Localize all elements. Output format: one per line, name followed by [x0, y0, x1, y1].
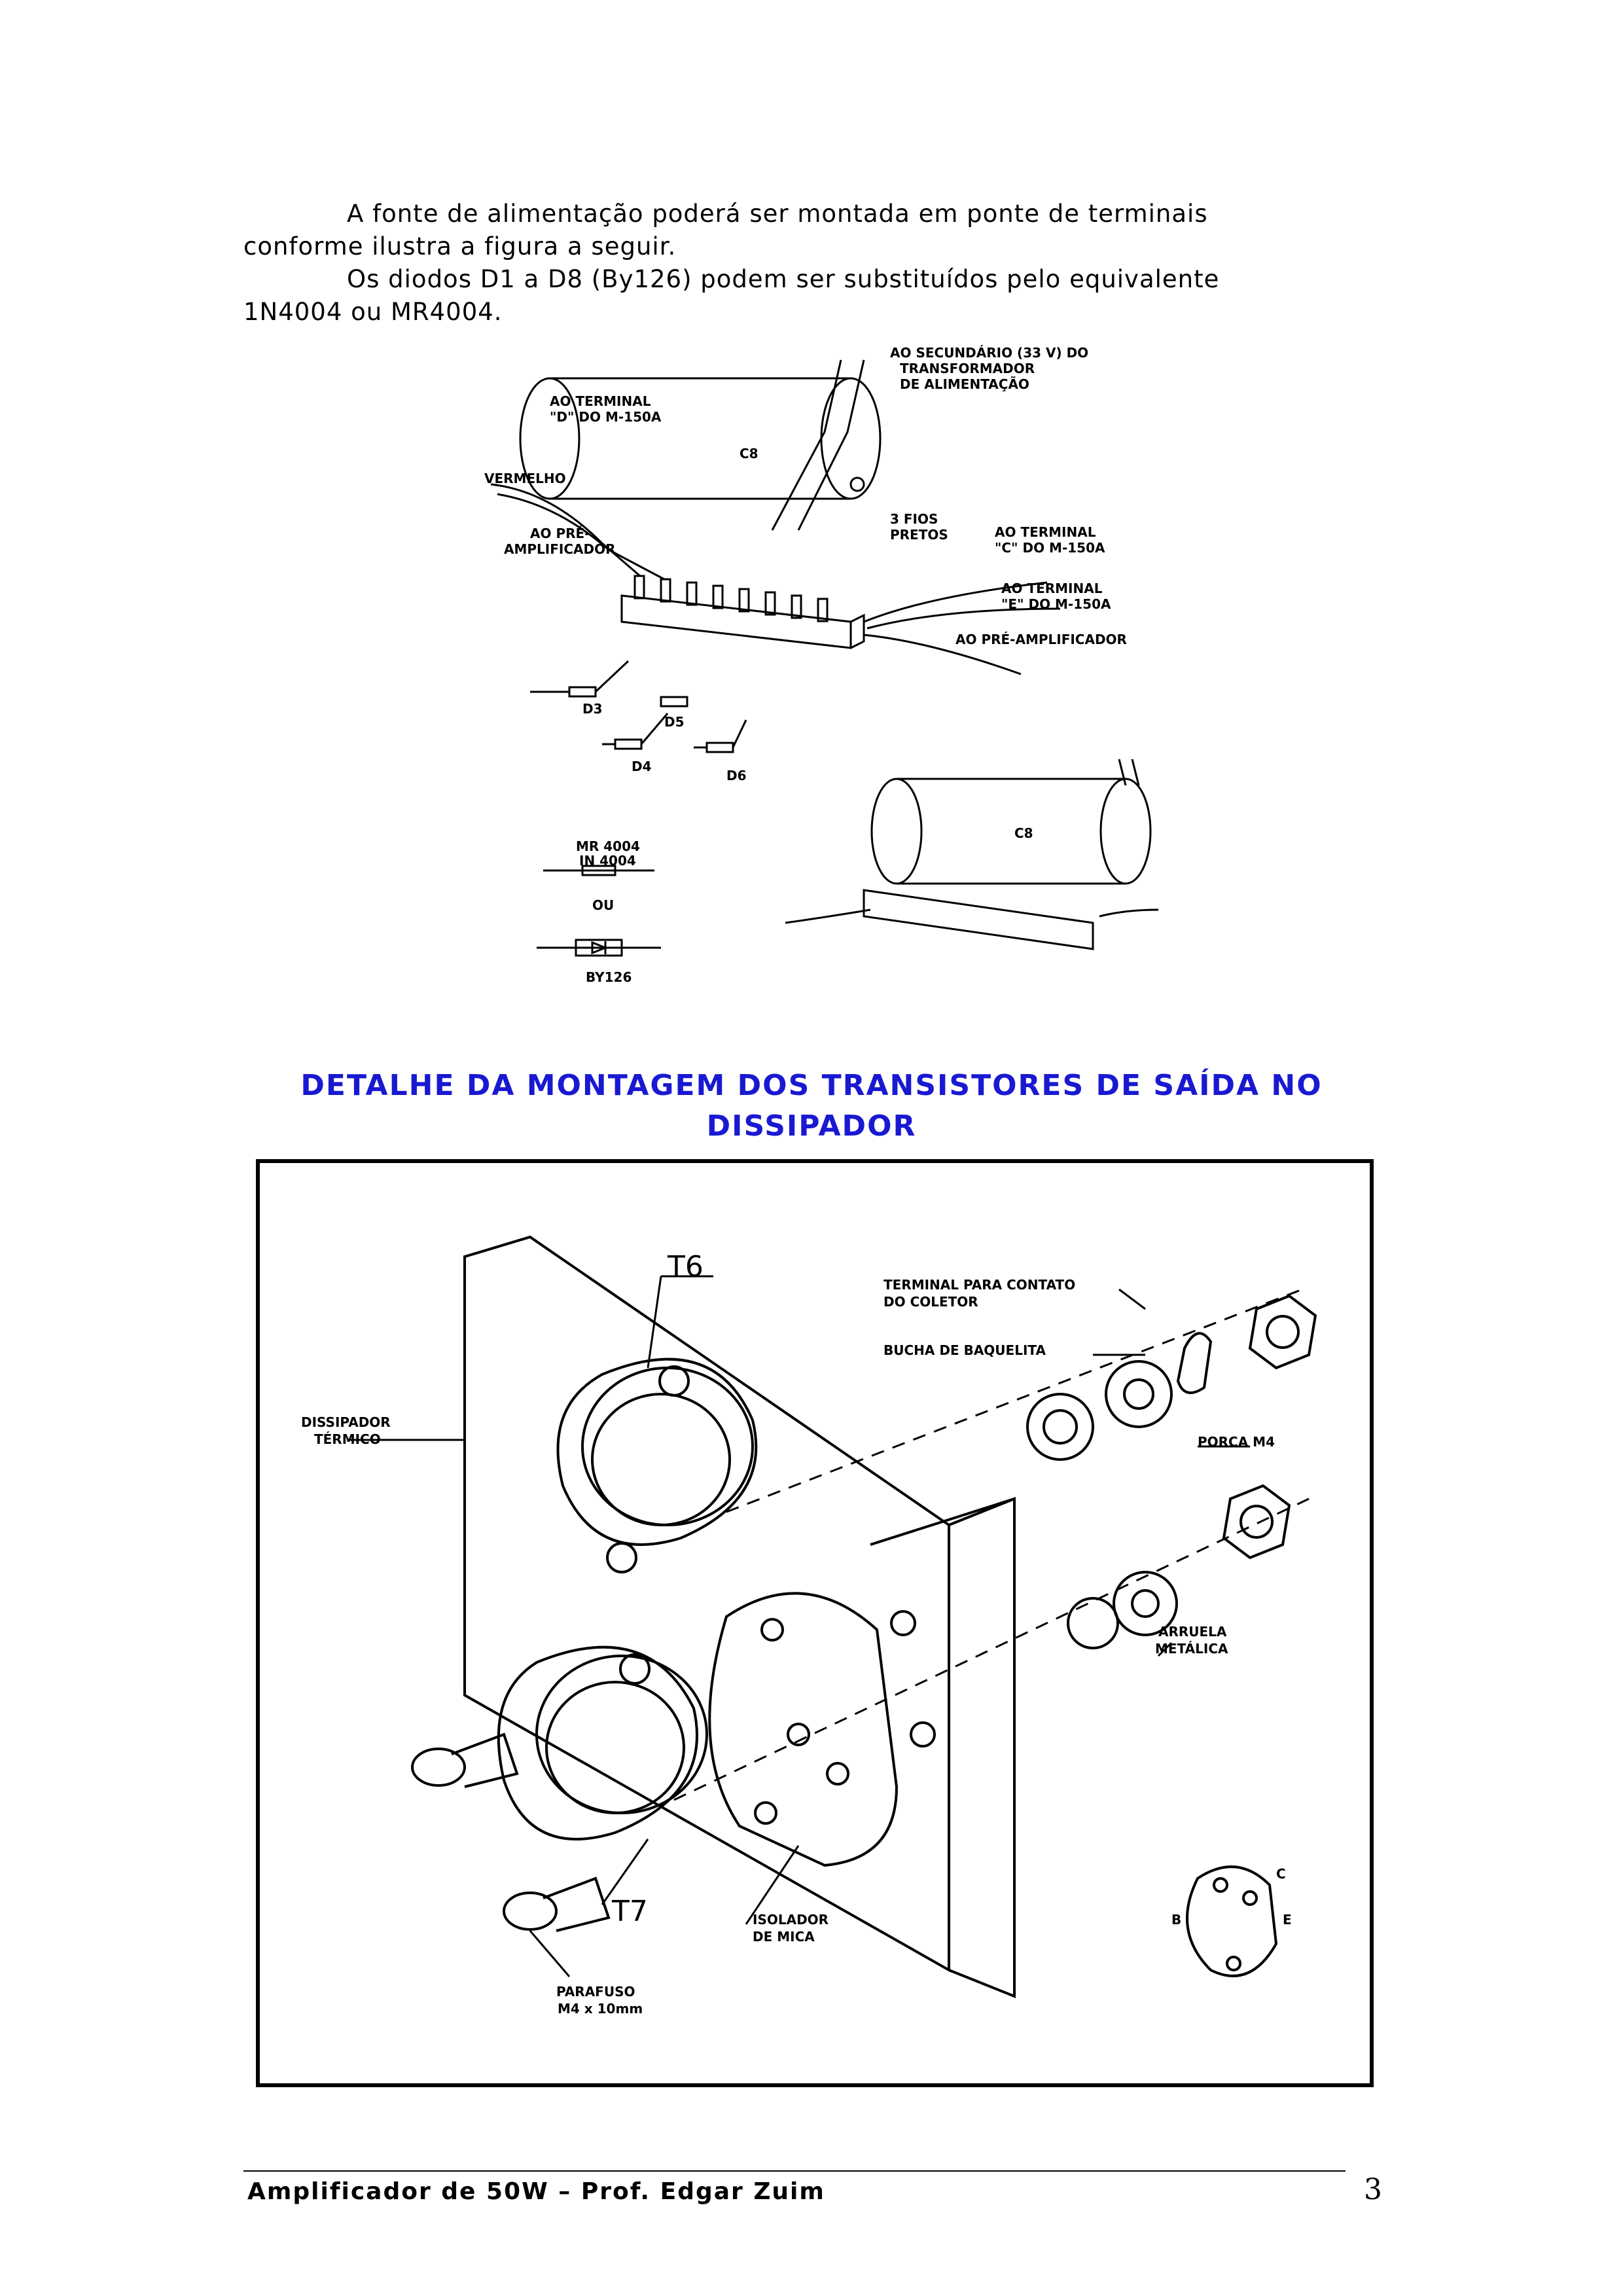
label-d5: D5 — [664, 714, 685, 730]
label-t6: T6 — [667, 1250, 704, 1283]
heatsink-figure: T6 T7 TERMINAL PARA CONTATO DO COLETOR B… — [256, 1159, 1374, 2087]
label-bucha: BUCHA DE BAQUELITA — [883, 1342, 1046, 1358]
label-by126: BY126 — [586, 969, 632, 985]
label-pre-amp-left-1: AO PRÉ- — [530, 526, 590, 541]
label-terminal-1: TERMINAL PARA CONTATO — [883, 1277, 1075, 1293]
label-fios-1: 3 FIOS — [890, 511, 938, 527]
footer-title: Amplificador de 50W – Prof. Edgar Zuim — [247, 2178, 825, 2205]
label-t7: T7 — [611, 1895, 648, 1928]
label-pre-amp-left-2: AMPLIFICADOR — [504, 541, 616, 557]
page-number: 3 — [1364, 2173, 1382, 2206]
label-secundario-1: AO SECUNDÁRIO (33 V) DO — [890, 345, 1088, 361]
label-dissipador-1: DISSIPADOR — [301, 1414, 391, 1430]
label-arruela-1: ARRUELA — [1158, 1624, 1227, 1640]
footer-rule — [243, 2170, 1346, 2172]
label-pin-b: B — [1171, 1912, 1181, 1928]
label-fios-2: PRETOS — [890, 527, 948, 543]
label-d3: D3 — [582, 701, 603, 717]
label-secundario-2: TRANSFORMADOR — [900, 361, 1035, 376]
label-terminal-e-1: AO TERMINAL — [1001, 581, 1103, 596]
label-dissipador-2: TÉRMICO — [314, 1431, 381, 1447]
power-supply-figure: AO SECUNDÁRIO (33 V) DO TRANSFORMADOR DE… — [484, 345, 1159, 985]
label-in4004: IN 4004 — [579, 853, 636, 869]
label-secundario-3: DE ALIMENTAÇÃO — [900, 376, 1029, 392]
label-c8-2: C8 — [1014, 825, 1033, 841]
label-mr4004: MR 4004 — [576, 838, 640, 854]
label-terminal-e-2: "E" DO M-150A — [1001, 596, 1111, 612]
label-vermelho: VERMELHO — [484, 471, 566, 486]
label-isolador-2: DE MICA — [753, 1929, 815, 1945]
label-pin-e: E — [1283, 1912, 1292, 1928]
label-ou: OU — [592, 897, 614, 913]
paragraph-diodos: Os diodos D1 a D8 (By126) podem ser subs… — [243, 265, 1220, 326]
label-terminal-c-2: "C" DO M-150A — [995, 540, 1105, 556]
label-isolador-1: ISOLADOR — [753, 1912, 829, 1928]
label-arruela-2: METÁLICA — [1155, 1641, 1228, 1657]
label-c8: C8 — [740, 446, 758, 461]
label-porca: PORCA M4 — [1198, 1434, 1275, 1450]
paragraph-fonte: A fonte de alimentação poderá ser montad… — [243, 200, 1208, 260]
label-pre-amp-right: AO PRÉ-AMPLIFICADOR — [955, 632, 1127, 647]
label-pin-c: C — [1276, 1866, 1286, 1882]
label-terminal-d-2: "D" DO M-150A — [550, 409, 662, 425]
label-d4: D4 — [632, 759, 652, 774]
label-terminal-c-1: AO TERMINAL — [995, 524, 1096, 540]
label-parafuso-1: PARAFUSO — [556, 1984, 635, 2000]
label-parafuso-2: M4 x 10mm — [558, 2001, 643, 2017]
label-terminal-d-1: AO TERMINAL — [550, 393, 651, 409]
label-terminal-2: DO COLETOR — [883, 1294, 978, 1310]
label-d6: D6 — [726, 768, 747, 783]
section-heading: DETALHE DA MONTAGEM DOS TRANSISTORES DE … — [300, 1069, 1323, 1143]
